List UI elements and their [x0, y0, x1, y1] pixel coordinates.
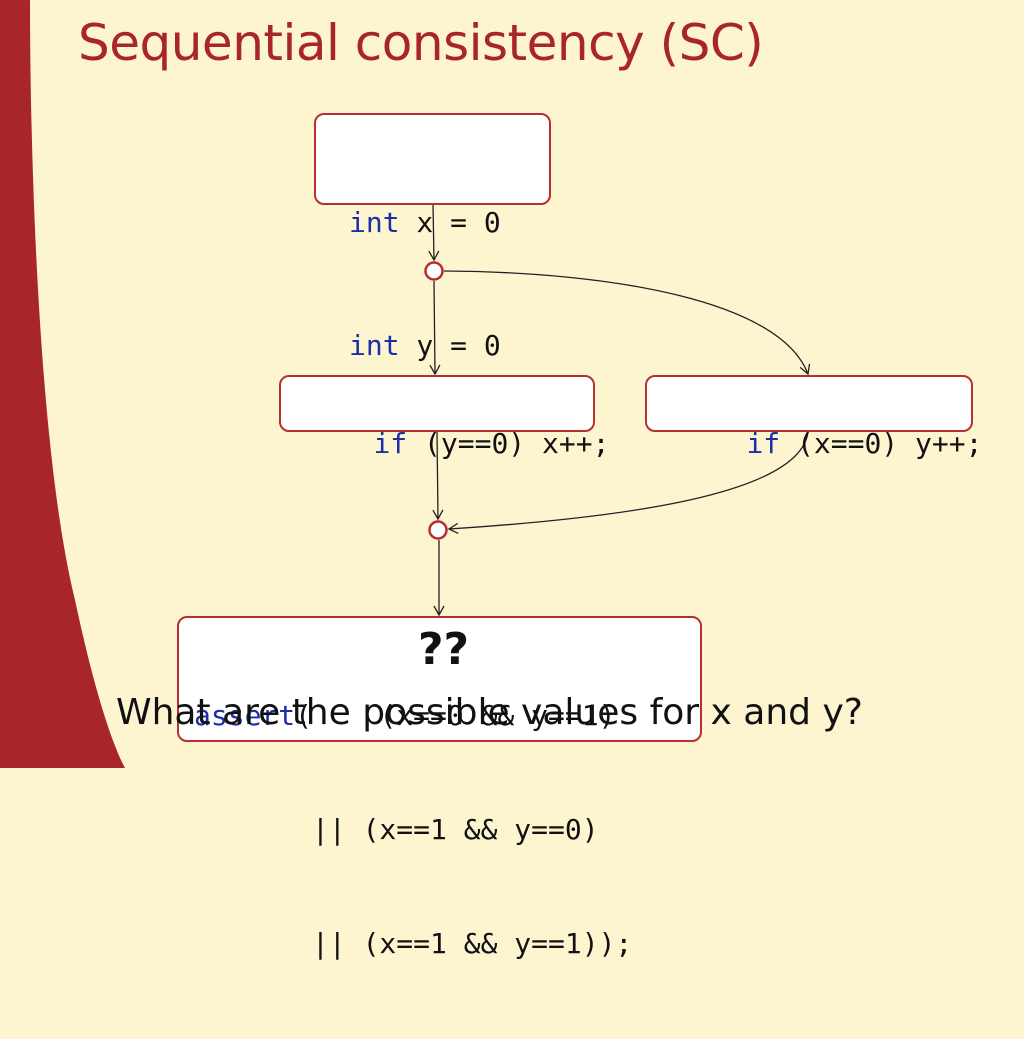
slide: Sequential consistency (SC) int x = 0 in…	[0, 0, 982, 960]
fork-node	[424, 261, 444, 281]
init-box: int x = 0 int y = 0	[314, 113, 551, 362]
edge-left-to-join	[432, 431, 444, 521]
thread-left-box: if (y==0) x++;	[279, 375, 609, 460]
edge-fork-to-right	[443, 270, 811, 376]
page-title: Sequential consistency (SC)	[78, 14, 764, 72]
edge-fork-to-left	[429, 280, 441, 376]
unknown-marker: ??	[418, 624, 470, 675]
init-line-y: int y = 0	[349, 329, 501, 362]
assert-line-1: assert( (x==0 && y==1)	[194, 699, 616, 732]
edge-right-to-join	[447, 431, 809, 534]
assert-line-2: || (x==1 && y==0)	[194, 813, 599, 846]
side-band	[0, 0, 125, 768]
question-text: What are the possible values for x and y…	[116, 692, 863, 733]
flow-connectors	[424, 203, 811, 617]
join-node	[428, 520, 448, 540]
assert-line-3: || (x==1 && y==1));	[194, 927, 633, 960]
side-band-shape	[0, 0, 125, 768]
edge-init-to-fork	[428, 203, 440, 262]
thread-right-box: if (x==0) y++;	[645, 375, 982, 460]
init-line-x: int x = 0	[349, 206, 501, 239]
